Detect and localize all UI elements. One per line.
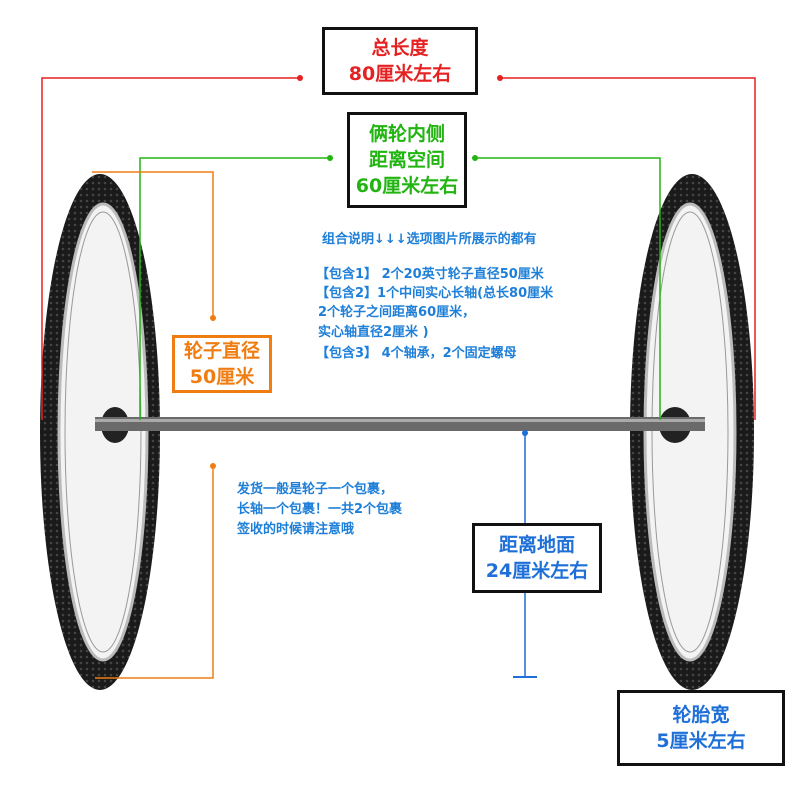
ground-clearance-label: 距离地面 24厘米左右 [472,523,602,593]
left-wheel [40,174,160,690]
wheel-diameter-label: 轮子直径 50厘米 [172,335,272,393]
inner-distance-indicator [139,157,330,420]
total-length-indicator [41,77,300,420]
total-length-label: 总长度 80厘米左右 [322,27,478,95]
tire-width-label: 轮胎宽 5厘米左右 [617,690,785,766]
combo-heading: 组合说明↓↓↓选项图片所展示的都有 [322,232,537,247]
right-wheel [630,174,754,690]
wheel-diameter-indicator [92,171,214,318]
inner-distance-label: 俩轮内侧 距离空间 60厘米左右 [347,112,467,208]
